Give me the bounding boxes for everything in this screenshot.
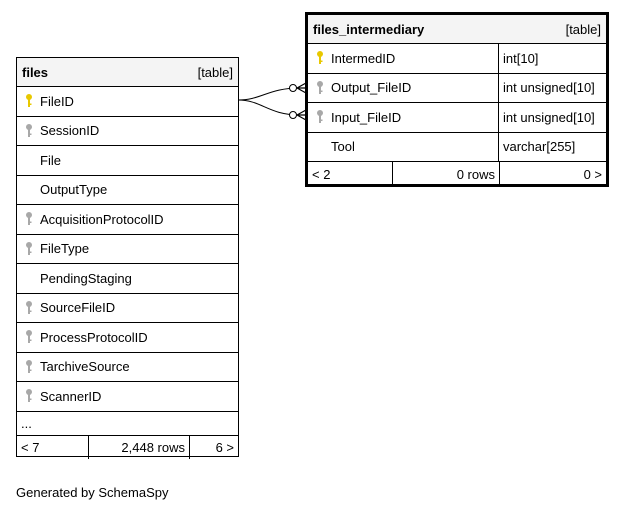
column-row[interactable]: TarchiveSource [17,353,238,382]
column-name: OutputType [40,182,108,198]
children-count[interactable]: 6 > [189,435,238,459]
column-row[interactable]: OutputType [17,176,238,205]
column-row[interactable]: FileID [17,87,238,117]
column-name: FileType [40,241,90,257]
files-table-header[interactable]: files [table] [17,58,238,87]
crowfoot-input-fileid-icon [289,109,307,121]
column-name: AcquisitionProtocolID [40,211,164,227]
column-row[interactable]: PendingStaging [17,264,238,294]
primary-key-icon [317,51,323,65]
column-name: IntermedID [331,50,396,66]
column-row[interactable]: Output_FileID int unsigned[10] [308,73,606,103]
column-name: ProcessProtocolID [40,329,148,345]
column-type: int unsigned[10] [503,109,595,125]
parents-count[interactable]: < 7 [21,439,40,455]
column-name: Output_FileID [331,80,412,96]
table-type-label: [table] [197,64,233,80]
foreign-key-icon [26,300,32,314]
column-name: ScannerID [40,388,102,404]
column-row[interactable]: ProcessProtocolID [17,323,238,353]
foreign-key-icon [26,389,32,403]
files-intermediary-table[interactable]: files_intermediary [table] IntermedID int… [305,12,609,187]
foreign-key-icon [26,212,32,226]
column-type: varchar[255] [503,139,576,155]
foreign-key-icon [317,80,323,94]
column-row[interactable]: SessionID [17,117,238,146]
children-count[interactable]: 0 > [499,162,606,186]
foreign-key-icon [26,123,32,137]
column-row[interactable]: FileType [17,235,238,264]
more-columns-row: ... [17,412,238,436]
column-name: File [40,152,61,168]
row-count: 0 rows [392,162,499,186]
column-row[interactable]: Input_FileID int unsigned[10] [308,103,606,133]
table-type-label: [table] [565,21,601,37]
column-name: TarchiveSource [40,359,130,375]
column-name: FileID [40,93,74,109]
crowfoot-output-fileid-icon [289,82,307,94]
column-row[interactable]: Tool varchar[255] [308,132,606,162]
column-row[interactable]: AcquisitionProtocolID [17,205,238,235]
column-row[interactable]: SourceFileID [17,294,238,323]
column-name: Input_FileID [331,109,402,125]
column-type: int unsigned[10] [503,80,595,96]
foreign-key-icon [26,241,32,255]
column-type: int[10] [503,50,539,66]
more-columns-ellipsis: ... [21,415,32,431]
column-row[interactable]: IntermedID int[10] [308,44,606,74]
column-name: SessionID [40,123,100,139]
table-name: files_intermediary [313,21,425,37]
primary-key-icon [26,94,32,108]
column-row[interactable]: ScannerID [17,382,238,412]
generated-by-label: Generated by SchemaSpy [16,485,169,500]
files-intermediary-table-footer: < 2 0 rows 0 > [308,162,606,186]
row-count: 2,448 rows [88,435,189,459]
files-table-footer: < 7 2,448 rows 6 > [17,435,238,459]
column-name: PendingStaging [40,270,132,286]
table-name: files [22,64,49,80]
column-name: Tool [331,139,355,155]
files-intermediary-table-header[interactable]: files_intermediary [table] [308,15,606,44]
foreign-key-icon [26,359,32,373]
foreign-key-icon [317,110,323,124]
column-name: SourceFileID [40,300,116,316]
foreign-key-icon [26,330,32,344]
parents-count[interactable]: < 2 [312,166,331,182]
column-row[interactable]: File [17,146,238,176]
